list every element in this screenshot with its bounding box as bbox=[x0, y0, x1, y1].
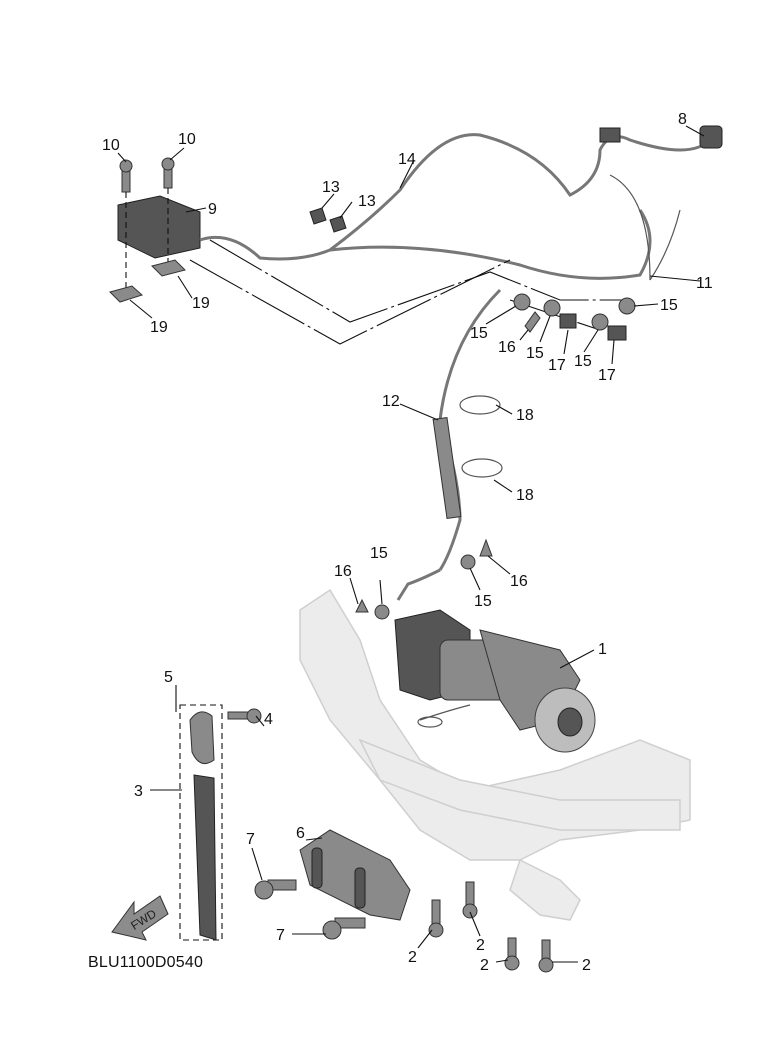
callout-2: 2 bbox=[476, 937, 485, 954]
callout-10: 10 bbox=[178, 131, 196, 148]
callout-15: 15 bbox=[660, 297, 678, 314]
callout-15: 15 bbox=[370, 545, 388, 562]
drawing-code: BLU1100D0540 bbox=[88, 954, 204, 971]
bolts-2[interactable] bbox=[428, 881, 554, 973]
callout-19: 19 bbox=[150, 319, 168, 336]
callout-4: 4 bbox=[264, 711, 273, 728]
callout-2: 2 bbox=[582, 957, 591, 974]
callout-15: 15 bbox=[526, 345, 544, 362]
callout-10: 10 bbox=[102, 137, 120, 154]
callout-2: 2 bbox=[480, 957, 489, 974]
winch-contactor[interactable] bbox=[109, 157, 201, 303]
terminal-caps-nuts[interactable] bbox=[355, 293, 636, 620]
callout-6: 6 bbox=[296, 825, 305, 842]
bumper-frame-ghost bbox=[299, 588, 691, 921]
callout-7: 7 bbox=[276, 927, 285, 944]
callout-15: 15 bbox=[474, 593, 492, 610]
callout-8: 8 bbox=[678, 111, 687, 128]
callout-16: 16 bbox=[510, 573, 528, 590]
callout-19: 19 bbox=[192, 295, 210, 312]
wire-harness[interactable] bbox=[199, 125, 723, 281]
callout-13: 13 bbox=[322, 179, 340, 196]
callout-15: 15 bbox=[574, 353, 592, 370]
callout-2: 2 bbox=[408, 949, 417, 966]
fwd-direction-arrow: FWD bbox=[111, 895, 169, 941]
callout-12: 12 bbox=[382, 393, 400, 410]
callout-15: 15 bbox=[470, 325, 488, 342]
bolts-7[interactable] bbox=[254, 879, 366, 940]
callout-11: 11 bbox=[696, 275, 713, 292]
callout-1: 1 bbox=[598, 641, 607, 658]
callout-7: 7 bbox=[246, 831, 255, 848]
winch[interactable] bbox=[394, 609, 596, 753]
callout-16: 16 bbox=[334, 563, 352, 580]
callout-18: 18 bbox=[516, 487, 534, 504]
callout-leaders bbox=[117, 125, 705, 963]
callout-17: 17 bbox=[598, 367, 616, 384]
callout-18: 18 bbox=[516, 407, 534, 424]
callout-9: 9 bbox=[208, 201, 217, 218]
hook-strap-assembly[interactable] bbox=[175, 685, 262, 941]
callout-3: 3 bbox=[134, 783, 143, 800]
power-cable[interactable] bbox=[396, 288, 503, 601]
callout-14: 14 bbox=[398, 151, 416, 168]
callout-17: 17 bbox=[548, 357, 566, 374]
callout-5: 5 bbox=[164, 669, 173, 686]
callout-13: 13 bbox=[358, 193, 376, 210]
callouts: 1 2 2 2 2 3 4 5 6 7 7 8 9 10 10 11 12 13… bbox=[102, 111, 713, 974]
fairlead[interactable] bbox=[299, 829, 411, 921]
callout-16: 16 bbox=[498, 339, 516, 356]
